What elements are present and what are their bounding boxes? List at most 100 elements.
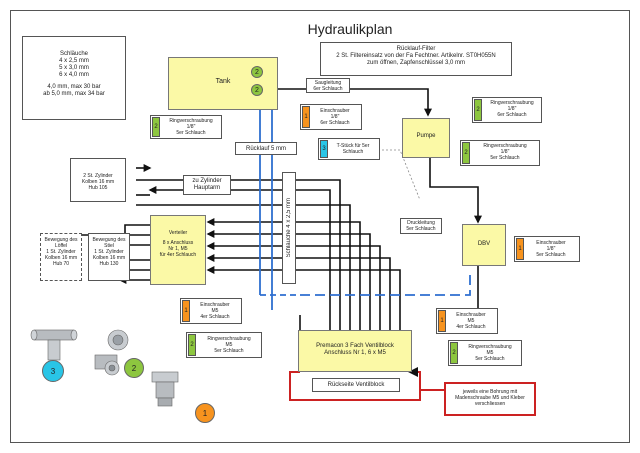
einschrauber-dbv: Einschrauber 1/8" 5er Schlauch xyxy=(514,236,580,262)
ring-ventil-tag: 2 xyxy=(450,342,458,364)
page-title: Hydraulikplan xyxy=(307,21,393,37)
t-piece-note: T-Stück für 5er Schlauch xyxy=(318,138,380,160)
ring-ventil-line3: 5er Schlauch xyxy=(475,356,505,362)
pump-label: Pumpe xyxy=(416,133,436,139)
legend-size-3: 6 x 4,0 mm xyxy=(59,72,89,78)
einschr-dbv-line1: Einschrauber xyxy=(536,240,566,246)
ring-fitting-valve-block: Ringverschraubung M5 5er Schlauch xyxy=(448,340,522,366)
loeffel-line2: Löffel xyxy=(54,243,68,249)
stiel-line2: Stiel xyxy=(104,243,114,249)
zu-zylinder-line2: Hauptarm xyxy=(193,185,221,191)
red-note-line3: verschliessen xyxy=(474,401,506,407)
einschr-tank-tag: 1 xyxy=(302,106,310,128)
einschrauber-valve-block: Einschrauber M5 4er Schlauch xyxy=(436,308,498,334)
zylinder-line1: 2 St. Zylinder xyxy=(83,173,113,179)
stiel-line4: Kolben 16 mm xyxy=(92,255,126,261)
ventilblock-line1: Premacon 3 Fach Ventilblock xyxy=(316,343,394,349)
red-note-line1: jeweils eine Bohrung mit xyxy=(462,389,518,395)
stick-cylinder-box: Bewegung des Stiel 1 St. Zylinder Kolben… xyxy=(88,233,130,281)
verteiler-line3: Nr 1, M5 xyxy=(168,246,188,252)
hoses-vertical-text: Schläuche 4 x 2,5 mm xyxy=(285,198,292,258)
ring-pumpe-side-line3: 5er Schlauch xyxy=(490,155,520,161)
ring-pumpe-top-tag: 2 xyxy=(474,99,482,121)
legend-heading: Schläuche xyxy=(59,51,89,57)
red-note-line2: Madenschraube M5 und Kleber xyxy=(455,395,525,401)
loeffel-line1: Bewegung des xyxy=(44,237,78,243)
einschr-ventil-line1: Einschrauber xyxy=(456,312,486,318)
loeffel-line5: Hub 70 xyxy=(52,261,70,267)
einschr-vert-tag: 1 xyxy=(182,300,190,322)
tank-label: Tank xyxy=(215,78,231,85)
legend-pressure-2: ab 5,0 mm, max 34 bar xyxy=(43,91,105,97)
legend-size-2: 5 x 3,0 mm xyxy=(59,65,89,71)
tstueck-line1: T-Stück für 5er xyxy=(336,143,370,149)
stiel-line5: Hub 130 xyxy=(99,261,119,267)
verteiler-line2: 8 x Anschluss xyxy=(162,240,194,246)
ring-vert-line3: 5er Schlauch xyxy=(214,348,244,354)
zylinder-line2: Kolben 16 mm xyxy=(81,179,115,185)
ring-fitting-distributor: Ringverschraubung M5 5er Schlauch xyxy=(186,332,262,358)
tank-box: Tank xyxy=(168,57,278,110)
filter-note-line2: 2 St. Filtereinsatz von der Fa Fechtner.… xyxy=(336,53,496,59)
loeffel-line3: 1 St. Zylinder xyxy=(46,249,76,255)
ring-ventil-line1: Ringverschraubung xyxy=(468,344,512,350)
filter-note-line1: Rücklauf-Filter xyxy=(396,46,436,52)
zu-zylinder-line1: zu Zylinder xyxy=(192,178,222,184)
valve-block-box: Premacon 3 Fach Ventilblock Anschluss Nr… xyxy=(298,330,412,372)
saugleitung-line2: 6er Schlauch xyxy=(313,86,343,92)
ring-tank-line3: 5er Schlauch xyxy=(176,130,206,136)
einschr-tank-line1: Einschrauber xyxy=(320,108,350,114)
druckleitung-line1: Druckleitung xyxy=(407,220,435,226)
ring-tank-tag: 2 xyxy=(152,117,160,137)
red-note: jeweils eine Bohrung mit Madenschraube M… xyxy=(444,382,536,416)
saugleitung-label: Saugleitung 6er Schlauch xyxy=(306,78,350,93)
valve-block-back-label: Rückseite Ventilblock xyxy=(312,378,400,392)
ring-ventil-line2: M5 xyxy=(486,350,494,356)
einschrauber-distributor: Einschrauber M5 4er Schlauch xyxy=(180,298,242,324)
hose-legend: Schläuche 4 x 2,5 mm 5 x 3,0 mm 6 x 4,0 … xyxy=(22,36,126,120)
tank-filter-dot-bottom: 2 xyxy=(251,84,263,96)
zylinder-line3: Hub 105 xyxy=(88,185,108,191)
ring-fitting-pump-top: Ringverschraubung 1/8" 6er Schlauch xyxy=(472,97,542,123)
ruecklauf-label: Rücklauf 5 mm xyxy=(235,142,297,155)
einschr-vert-line3: 4er Schlauch xyxy=(200,314,230,320)
dbv-label: DBV xyxy=(477,241,491,247)
fitting-2-marker: 2 xyxy=(124,358,144,378)
einschr-dbv-tag: 1 xyxy=(516,238,524,260)
verteiler-line1: Verteiler xyxy=(168,230,188,236)
einschr-ventil-line3: 4er Schlauch xyxy=(456,324,486,330)
einschr-tank-line3: 6er Schlauch xyxy=(320,120,350,126)
hoses-vertical-label: Schläuche 4 x 2,5 mm xyxy=(282,172,296,284)
ring-pumpe-top-line3: 6er Schlauch xyxy=(497,112,527,118)
legend-size-1: 4 x 2,5 mm xyxy=(59,58,89,64)
pressure-line-label: Druckleitung 5er Schlauch xyxy=(400,218,442,234)
stiel-line1: Bewegung des xyxy=(92,237,126,243)
ring-pumpe-side-line2: 1/8" xyxy=(500,149,510,155)
bucket-cylinder-box: Bewegung des Löffel 1 St. Zylinder Kolbe… xyxy=(40,233,82,281)
ring-fitting-tank: Ringverschraubung 1/8" 5er Schlauch xyxy=(150,115,222,139)
loeffel-line4: Kolben 16 mm xyxy=(44,255,78,261)
ring-vert-line1: Ringverschraubung xyxy=(207,336,251,342)
ring-pumpe-top-line1: Ringverschraubung xyxy=(490,100,534,106)
einschr-ventil-line2: M5 xyxy=(467,318,475,324)
dbv-box: DBV xyxy=(462,224,506,266)
fitting-1-marker: 1 xyxy=(195,403,215,423)
einschr-dbv-line3: 5er Schlauch xyxy=(536,252,566,258)
main-cylinder-box: 2 St. Zylinder Kolben 16 mm Hub 105 xyxy=(70,158,126,202)
to-main-cylinder-label: zu Zylinder Hauptarm xyxy=(183,175,231,195)
einschr-vert-line2: M5 xyxy=(211,308,219,314)
pump-box: Pumpe xyxy=(402,118,450,158)
saugleitung-line1: Saugleitung xyxy=(314,80,342,86)
filter-note: Rücklauf-Filter 2 St. Filtereinsatz von … xyxy=(320,42,512,76)
ring-fitting-pump-side: Ringverschraubung 1/8" 5er Schlauch xyxy=(460,140,540,166)
ring-pumpe-top-line2: 1/8" xyxy=(507,106,517,112)
ring-tank-line1: Ringverschraubung xyxy=(169,118,213,124)
einschr-ventil-tag: 1 xyxy=(438,310,446,332)
ring-vert-line2: M5 xyxy=(225,342,233,348)
druckleitung-line2: 5er Schlauch xyxy=(406,226,436,232)
tank-filter-dot-top: 2 xyxy=(251,66,263,78)
einschr-dbv-line2: 1/8" xyxy=(546,246,556,252)
einschrauber-tank: Einschrauber 1/8" 6er Schlauch xyxy=(300,104,362,130)
fitting-3-marker: 3 xyxy=(42,360,64,382)
